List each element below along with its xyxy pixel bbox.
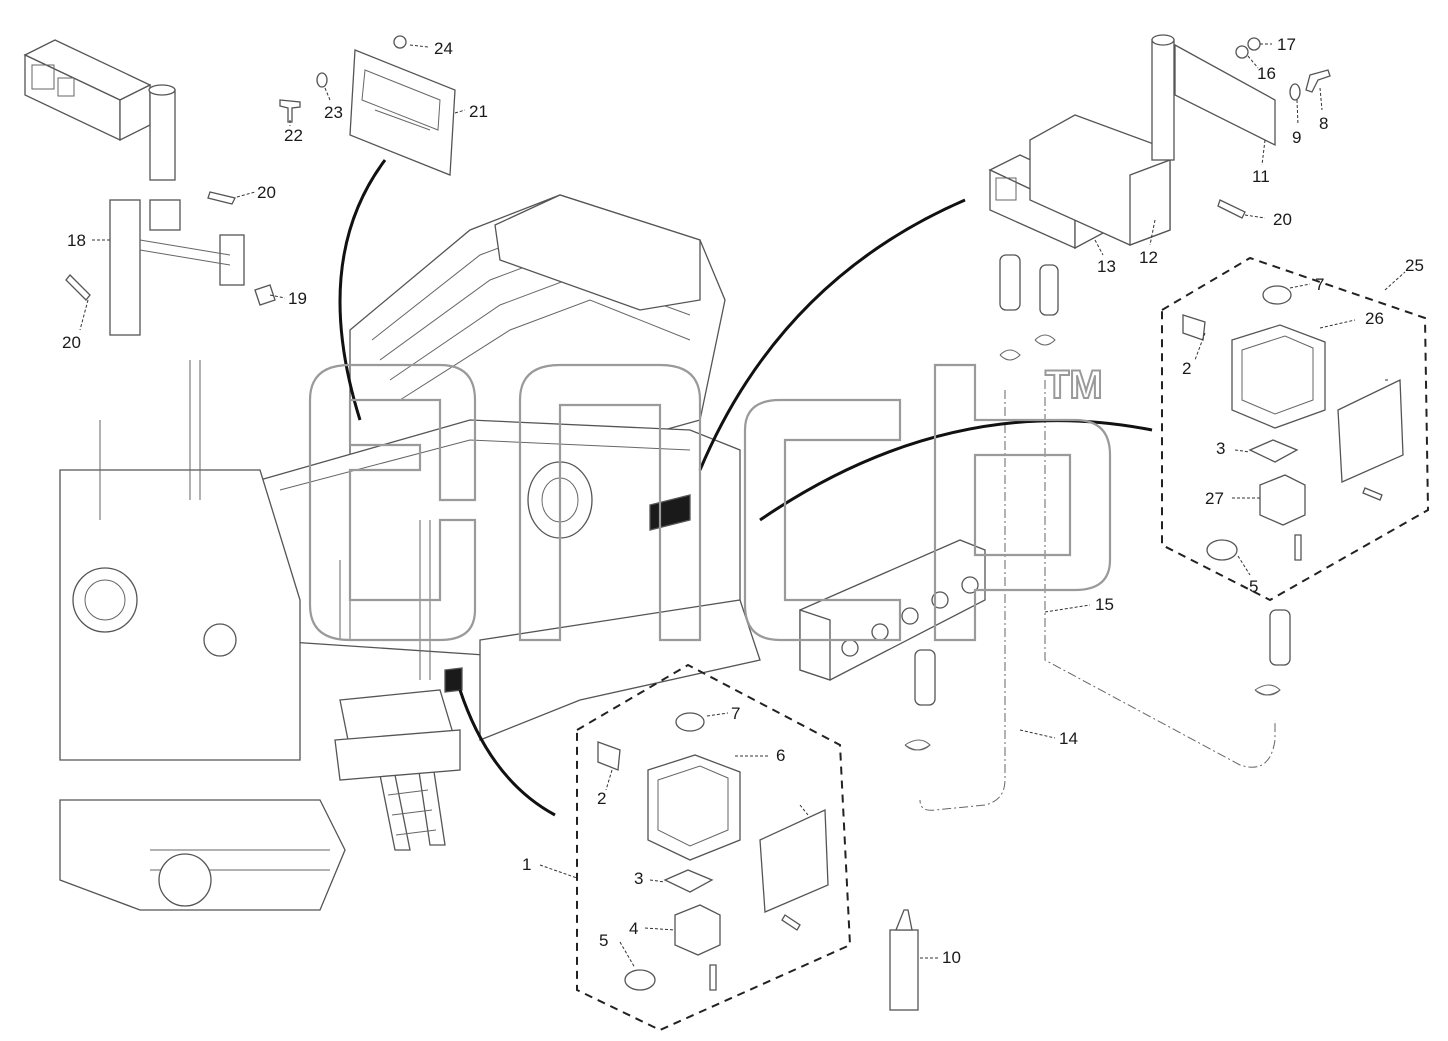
cable-14 [919, 390, 1006, 811]
cover-plate [759, 809, 829, 913]
callout-25: 25 [1405, 256, 1424, 275]
socket-27 [1259, 474, 1306, 526]
callout-18: 18 [67, 231, 86, 250]
deck-cap-large [72, 567, 138, 633]
callout-22: 22 [284, 126, 303, 145]
cap-7-b [1262, 285, 1292, 305]
socket-tool-10 [889, 909, 919, 1011]
callout-2: 2 [597, 789, 606, 808]
link-curve-21 [338, 159, 387, 421]
deck-cap-small [203, 623, 237, 657]
crawler-right [479, 599, 761, 741]
callout-7: 7 [1315, 275, 1324, 294]
watermark-logo: TM [308, 362, 1112, 642]
link-curve-1 [458, 689, 556, 817]
cap-7 [675, 712, 705, 732]
washer-16 [1235, 45, 1249, 59]
socket-4 [674, 904, 721, 956]
callout-11: 11 [1252, 167, 1270, 186]
gasket-3 [663, 869, 714, 893]
hopper-deck [59, 469, 301, 761]
gasket-3-b [1248, 439, 1299, 463]
console-stand-left [65, 191, 276, 336]
callout-6: 6 [776, 746, 785, 765]
detail-box-25-parts [1182, 285, 1404, 561]
housing-26 [1231, 324, 1326, 429]
callout-15: 15 [1095, 595, 1114, 614]
wing-bolt-20-top [207, 191, 236, 205]
wing-bolt-20-right [1217, 199, 1246, 219]
detail-box-1 [576, 663, 852, 1032]
gland-2 [597, 741, 621, 771]
washer-23 [316, 72, 328, 88]
callout-21: 21 [469, 102, 488, 121]
callout-24: 24 [434, 39, 453, 58]
callout-5: 5 [599, 931, 608, 950]
cap-chain-5-b [1206, 539, 1238, 561]
callout-4: 4 [629, 919, 638, 938]
link-curve-25 [759, 419, 1153, 522]
callout-20: 20 [62, 333, 81, 352]
cover-plate-b [1337, 378, 1404, 483]
cable-connectors [904, 254, 1291, 751]
callout-23: 23 [324, 103, 343, 122]
callout-20: 20 [257, 183, 276, 202]
nut-24 [393, 35, 407, 49]
nut-17 [1247, 37, 1261, 51]
callout-3: 3 [1216, 439, 1225, 458]
callout-9: 9 [1292, 128, 1301, 147]
callout-7: 7 [731, 704, 740, 723]
detail-box-1-parts [597, 712, 829, 991]
bracket-mount-11-12 [1029, 34, 1331, 246]
cable-15 [1044, 380, 1276, 768]
wing-bolt-20-left [65, 274, 91, 301]
callout-20: 20 [1273, 210, 1292, 229]
callout-26: 26 [1365, 309, 1384, 328]
callout-5: 5 [1249, 577, 1258, 596]
callout-12: 12 [1139, 248, 1158, 267]
housing-6 [647, 754, 741, 861]
callout-13: 13 [1097, 257, 1116, 276]
callout-8: 8 [1319, 114, 1328, 133]
callout-3: 3 [634, 869, 643, 888]
gland-2-b [1182, 314, 1206, 341]
screed-console-left [23, 39, 176, 181]
callout-17: 17 [1277, 35, 1296, 54]
remote-control-box [799, 539, 986, 681]
callout-14: 14 [1059, 729, 1078, 748]
callout-10: 10 [942, 948, 961, 967]
cap-chain-5 [624, 969, 656, 991]
callout-19: 19 [288, 289, 307, 308]
clamp-19 [254, 284, 276, 306]
leader-lines [79, 43, 1406, 969]
callout-16: 16 [1257, 64, 1276, 83]
detail-box-25 [1161, 256, 1430, 602]
washer-9 [1289, 83, 1301, 101]
watermark-tm: TM [1045, 363, 1103, 407]
callout-labels: 1 2 2 3 3 4 5 5 6 7 7 8 9 10 11 12 13 14… [62, 35, 1424, 967]
callout-2: 2 [1182, 359, 1191, 378]
callout-1: 1 [522, 855, 531, 874]
bolt-8 [1305, 69, 1331, 93]
track-assembly [59, 799, 346, 911]
callout-27: 27 [1205, 489, 1224, 508]
link-curve-13 [698, 198, 966, 471]
hood-top-box [494, 194, 701, 311]
bolt-22 [279, 99, 301, 123]
gauge-panel-21 [279, 35, 456, 176]
